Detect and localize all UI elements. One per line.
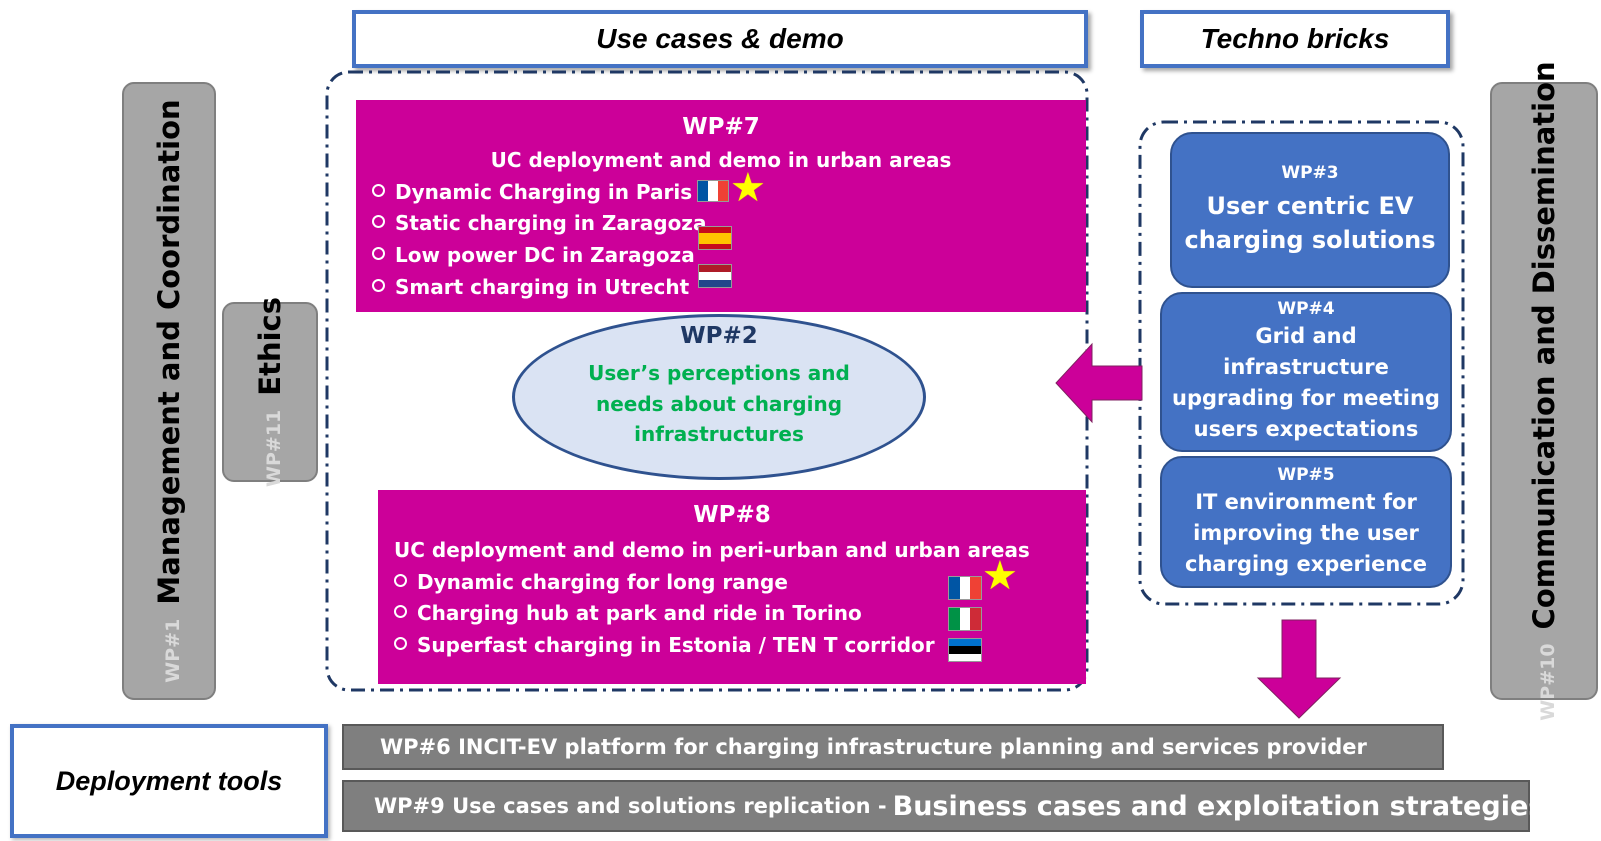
techno-bricks-header: Techno bricks — [1140, 10, 1450, 68]
netherlands-flag — [698, 264, 732, 288]
deployment-tools-box: Deployment tools — [10, 724, 328, 838]
wp5-line-1: IT environment for — [1195, 489, 1417, 514]
italy-flag — [948, 607, 982, 631]
wp9-label-big: Business cases and exploitation strategi… — [892, 790, 1545, 822]
techno-group-outline — [1138, 120, 1465, 606]
use-cases-header: Use cases & demo — [352, 10, 1088, 68]
wp9-label-small: WP#9 Use cases and solutions replication… — [374, 794, 887, 818]
spain-flag — [698, 226, 732, 250]
wp7-subtitle: UC deployment and demo in urban areas — [490, 148, 952, 172]
down-arrow — [1256, 619, 1342, 719]
france-flag — [697, 180, 729, 202]
wp8-item: Dynamic charging for long range — [394, 570, 788, 594]
wp5-line-3: charging experience — [1185, 551, 1427, 576]
techno-bricks-header-label: Techno bricks — [1200, 23, 1390, 54]
wp4-title: WP#4 — [1277, 299, 1335, 319]
wp7-title: WP#7 — [682, 114, 760, 140]
wp8-title: WP#8 — [693, 502, 771, 528]
wp9-bar: WP#9 Use cases and solutions replication… — [342, 780, 1544, 832]
wp8-item: Superfast charging in Estonia / TEN T co… — [394, 633, 935, 657]
wp5-box: WP#5 IT environment for improving the us… — [1160, 456, 1452, 588]
wp4-line-4: users expectations — [1193, 417, 1419, 441]
deployment-tools-label: Deployment tools — [55, 765, 283, 796]
wp4-line-1: Grid and — [1255, 324, 1357, 348]
star-icon: ★ — [982, 553, 1018, 599]
wp7-box: WP#7 UC deployment and demo in urban are… — [356, 100, 1086, 312]
wp2-text-1: User’s perceptions and — [588, 361, 850, 385]
wp5-line-2: improving the user — [1193, 520, 1419, 545]
wp5-title: WP#5 — [1277, 464, 1335, 485]
wp7-item: Static charging in Zaragoza — [372, 211, 706, 235]
wp7-item: Low power DC in Zaragoza — [372, 243, 695, 267]
estonia-flag — [948, 638, 982, 662]
use-cases-header-label: Use cases & demo — [596, 23, 844, 54]
wp7-item: Dynamic Charging in Paris — [372, 180, 692, 204]
star-icon: ★ — [730, 165, 766, 211]
wp10-bar: WP#10 Communication and Dissemination — [1490, 61, 1598, 721]
wp2-text-2: needs about charging — [595, 392, 843, 416]
left-arrow — [1055, 342, 1143, 424]
wp2-title: WP#2 — [680, 323, 758, 349]
wp4-box: WP#4 Grid and infrastructure upgrading f… — [1160, 292, 1452, 452]
wp11-bar: WP#11 Ethics — [222, 297, 318, 487]
wp2-text-3: infrastructures — [634, 422, 804, 446]
wp3-line-2: charging solutions — [1184, 226, 1436, 254]
france-flag — [948, 576, 982, 600]
wp8-subtitle: UC deployment and demo in peri-urban and… — [394, 538, 1030, 562]
wp4-line-2: infrastructure — [1223, 355, 1389, 379]
wp6-label: WP#6 INCIT-EV platform for charging infr… — [380, 735, 1367, 759]
wp8-item: Charging hub at park and ride in Torino — [394, 601, 862, 625]
wp2-ellipse: WP#2 User’s perceptions and needs about … — [512, 314, 926, 480]
wp6-bar: WP#6 INCIT-EV platform for charging infr… — [342, 724, 1444, 770]
wp1-bar: WP#1 Management and Coordination — [122, 82, 216, 700]
wp3-box: WP#3 User centric EV charging solutions — [1170, 132, 1450, 288]
wp7-item: Smart charging in Utrecht — [372, 275, 689, 299]
wp8-box: WP#8 UC deployment and demo in peri-urba… — [378, 490, 1086, 684]
wp3-title: WP#3 — [1281, 163, 1339, 183]
wp3-line-1: User centric EV — [1206, 192, 1414, 220]
wp4-line-3: upgrading for meeting — [1172, 386, 1440, 410]
